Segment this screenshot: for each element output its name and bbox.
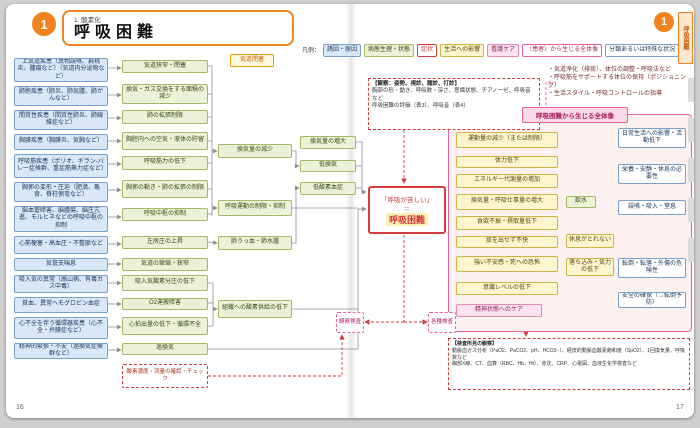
cause-box: 呼吸筋疾患（ポリオ、ギラン-バレー症候群、重症筋無力症など） [14, 154, 108, 178]
labs-line1: 動脈血ガス分析（PaO2、PaCO2、pH、HCO3−）、経皮的動脈血酸素飽和度… [452, 347, 685, 361]
book-spread: 1 1. 酸素化 呼吸困難 1 呼吸困難 凡例：誘因・原因病態生理・状態症状生活… [6, 4, 694, 418]
index-tab [688, 238, 694, 262]
page-header: 1. 酸素化 呼吸困難 [62, 10, 294, 46]
cause-box: 貧血、異常ヘモグロビン血症 [14, 297, 108, 313]
care-bullet: ・気道浄化（排痰）、体位の調整・呼吸法など [548, 67, 672, 73]
mechanism-box: 呼吸運動の制限・抑制 [218, 200, 292, 216]
mid-box: 飲水 [566, 196, 596, 208]
symptom-quote: 「呼吸が苦しい」 [381, 197, 433, 204]
chapter-badge-right: 1 [654, 12, 674, 32]
observation-line1: 胸郭の形・動き、呼吸数・深さ、意識状態、チアノーゼ、呼吸音など [372, 88, 531, 102]
mechanism-box: 換気量の減少 [218, 144, 292, 158]
symptom-name: 呼吸困難 [385, 213, 428, 226]
mechanism-box: 呼吸筋力の低下 [122, 156, 208, 170]
care-bullet: ・生活スタイル・呼吸コントロールの指導 [548, 91, 663, 98]
mid-box: 休息がとれない [566, 234, 614, 248]
risk-box: 栄養・安静・休息の必要性 [618, 164, 686, 184]
observation-title: 【観察：姿勢、視診、聴診、打診】 [372, 81, 461, 87]
effect-box: エネルギー代謝量の増加 [456, 174, 558, 188]
mechanism-box: 組織への酸素供給の低下 [218, 300, 292, 318]
risk-box: 安全の確保（→転倒予防） [618, 292, 686, 308]
index-tab [688, 158, 694, 182]
cause-box: 吸入気の異常（高山病、有毒ガス中毒） [14, 275, 108, 293]
mechanism-box: 心拍出量の低下・循環不全 [122, 317, 208, 335]
cause-box: 心筋梗塞・高血圧・不整脈など [14, 236, 108, 254]
risk-box: 日常生活への影響・活動低下 [618, 128, 686, 148]
index-tab [688, 118, 694, 142]
legend-care: 看護ケア [487, 44, 520, 57]
index-tab [688, 78, 694, 102]
effect-box: 食欲不振・摂取量低下 [456, 216, 558, 230]
legend: 凡例：誘因・原因病態生理・状態症状生活への影響看護ケア（患者）から生じる全体像分… [302, 44, 692, 57]
legend-special: 分類あるいは特殊な状況 [605, 44, 680, 57]
labs-title: 【検査所見の観察】 [452, 341, 498, 347]
mechanism-box: 気道の攣縮・狭窄 [122, 258, 208, 271]
symptom-box: 「呼吸が苦しい」 ＝ 呼吸困難 [368, 186, 446, 234]
legend-overall: （患者）から生じる全体像 [522, 44, 603, 57]
observation-check-label: 観察検査 [336, 312, 364, 333]
airway-obstruction-note: 気道閉塞 [230, 54, 274, 67]
section-label: 1. 酸素化 [74, 17, 101, 24]
chapter-side-tab: 呼吸困難 [678, 12, 693, 64]
cause-box: 上気道疾患（異物誤嚥、扁桃炎、腫瘍など）（気道内分泌物など） [14, 58, 108, 82]
mechanism-box: 換気量の増大 [300, 136, 356, 149]
effect-box: 強い不安感・死への恐怖 [456, 256, 558, 272]
cause-box: 胸膜疾患（胸膜炎、気胸など） [14, 134, 108, 150]
cause-box: 精神的緊張・不安（過換気症候群など） [14, 343, 108, 359]
mechanism-box: 呼吸中枢の抑制 [122, 208, 208, 221]
various-tests-label: 各種検査 [428, 312, 456, 333]
labs-line2: 胸部X線、CT、血算（RBC、Hb、Ht）、赤沈、CRP、心電図、血液生化学検査… [452, 361, 638, 368]
cause-box: 間質性疾患（間質性肺炎、肺線維症など） [14, 110, 108, 130]
cause-box: 胸郭の変形・圧迫（肥満、亀背、脊柱側弯など） [14, 182, 108, 202]
mechanism-box: 左房圧の上昇 [122, 236, 208, 249]
mid-box: 落ち込み・気力の低下 [566, 258, 614, 276]
mechanism-box: 吸入気酸素分圧の低下 [122, 275, 208, 291]
effect-box: 運動量の減少（または制限） [456, 132, 558, 148]
effect-box: 意識レベルの低下 [456, 282, 558, 295]
chapter-badge: 1 [32, 12, 56, 36]
mechanism-box: 肺うっ血・肺水腫 [218, 236, 292, 250]
observation-line2: 呼吸困難の評価（表3）、呼吸音（表4） [372, 103, 469, 110]
mechanism-box: 胸腔内への空気・液体の貯留 [122, 132, 208, 150]
mechanism-box: 換気・ガス交換をする面積の減少 [122, 84, 208, 104]
overall-picture-title: 呼吸困難から生じる全体像 [522, 107, 628, 123]
mechanism-box: 低酸素血症 [300, 182, 356, 195]
legend-pathophysiology: 病態生理・状態 [364, 44, 415, 57]
legend-symptom: 症状 [417, 44, 438, 57]
page-number-right: 17 [676, 404, 684, 411]
index-tab [688, 198, 694, 222]
legend-impact: 生活への影響 [440, 44, 485, 57]
care-bullet: ・呼吸筋をサポートする体位の保持（ポジショニング） [548, 75, 687, 90]
page-number-left: 16 [16, 404, 24, 411]
cause-box: 肺胞疾患（肺炎、肺気腫、肺がんなど） [14, 86, 108, 106]
mechanism-box: O2運搬障害 [122, 298, 208, 310]
mechanism-box: 過換気 [122, 343, 208, 355]
effect-box: 換気量・呼吸仕事量の増大 [456, 194, 558, 210]
oxygen-check-box: 酸素濃度・流量の確認・チェック [122, 364, 208, 388]
mechanism-box: 低換気 [300, 160, 356, 172]
cause-box: 脳血管障害、脳腫瘍、脳圧亢進、モルヒネなどの呼吸中枢の抑制 [14, 206, 108, 232]
effect-box: 体力低下 [456, 156, 558, 168]
labs-box: 【検査所見の観察】 動脈血ガス分析（PaO2、PaCO2、pH、HCO3−）、経… [448, 338, 690, 390]
cause-box: 心不全を伴う循環器疾患（心不全・弁膜症など） [14, 317, 108, 339]
legend-cause: 誘因・原因 [323, 44, 362, 57]
mental-care-box: 精神状態へのケア [456, 304, 542, 317]
risk-box: 転倒・転落・外傷の危険性 [618, 258, 686, 278]
legend-label: 凡例： [302, 48, 321, 55]
cause-box: 気管支喘息 [14, 258, 108, 271]
effect-box: 痰を出せず不快 [456, 236, 558, 248]
mechanism-box: 気道狭窄・閉塞 [122, 60, 208, 73]
mechanism-box: 胸郭の動き・肺の拡張の制限 [122, 180, 208, 198]
risk-box: 誤嚥・吸入・窒息 [618, 200, 686, 215]
care-bullets: ・気道浄化（排痰）、体位の調整・呼吸法など ・呼吸筋をサポートする体位の保持（ポ… [548, 66, 690, 98]
book-spine [346, 4, 356, 418]
mechanism-box: 肺の拡張制限 [122, 110, 208, 124]
observation-box: 【観察：姿勢、視診、聴診、打診】 胸郭の形・動き、呼吸数・深さ、意識状態、チアノ… [368, 78, 540, 130]
side-tab-label: 呼吸困難 [682, 26, 688, 50]
symptom-equals: ＝ [403, 207, 410, 213]
page-title: 呼吸困難 [74, 24, 159, 41]
